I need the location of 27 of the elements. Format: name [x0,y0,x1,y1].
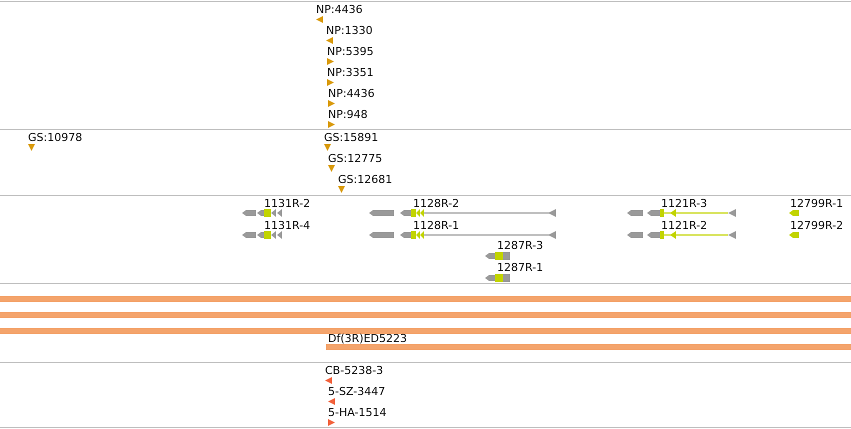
feature-label: NP:5395 [327,45,374,58]
transcript-label: 1121R-3 [661,197,708,210]
feature-label: Df(3R)ED5223 [328,332,407,345]
feature-label: NP:948 [328,108,368,121]
transcript-label: 1121R-2 [661,219,708,232]
feature-label: 5-SZ-3447 [328,385,386,398]
transcript-label: 1287R-3 [497,239,544,252]
transcript-label: 1128R-2 [413,197,460,210]
transcript-label: 1131R-4 [264,219,310,232]
feature-label: GS:15891 [324,131,378,144]
feature-label: NP:1330 [326,24,373,37]
transcript-label: 1128R-1 [413,219,460,232]
deletion-bar [0,328,851,334]
feature-label: NP:4436 [328,87,375,100]
transcript-label: 12799R-1 [790,197,844,210]
feature-label: NP:3351 [327,66,374,79]
transcript-label: 1287R-1 [497,261,544,274]
transcript-label: 12799R-2 [790,219,844,232]
transcript-label: 1131R-2 [264,197,310,210]
feature-label: GS:12681 [338,173,392,186]
deletion-bar [0,296,851,302]
deletion-bar [0,312,851,318]
feature-label: NP:4436 [316,3,363,16]
feature-label: GS:12775 [328,152,382,165]
feature-label: 5-HA-1514 [328,406,386,419]
feature-label: GS:10978 [28,131,82,144]
feature-label: CB-5238-3 [325,364,384,377]
